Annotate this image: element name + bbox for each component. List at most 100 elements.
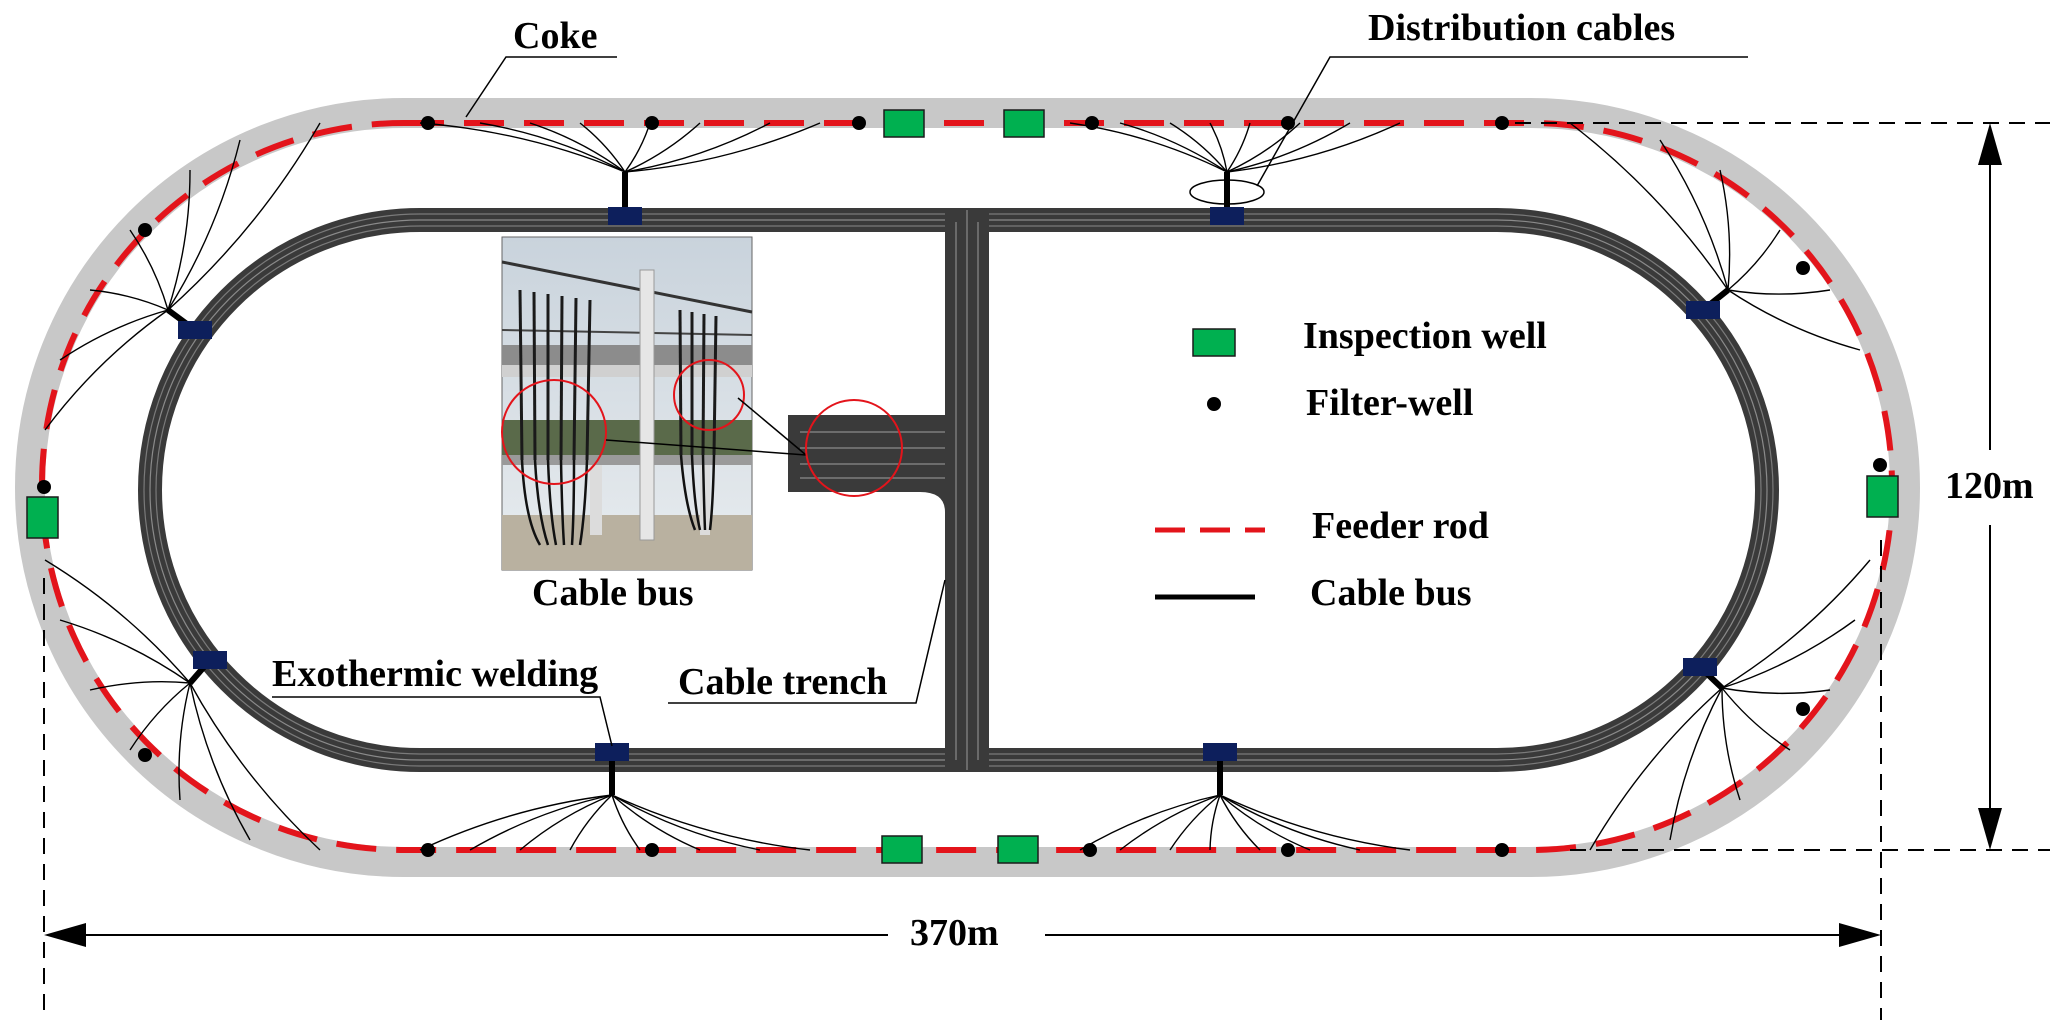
legend-feeder-rod-label: Feeder rod [1312, 505, 1489, 547]
filter-well [421, 116, 435, 130]
distribution-cable [479, 122, 626, 173]
filter-well [1796, 261, 1810, 275]
distribution-cable [1659, 139, 1729, 291]
cable-trench [788, 210, 989, 770]
distribution-cable [624, 122, 701, 173]
distribution-cable [1219, 794, 1261, 851]
coke-leader [465, 56, 617, 118]
inspection-well [997, 835, 1039, 864]
cable-bus-photo-label: Cable bus [532, 572, 694, 614]
distribution-cables-highlight [1189, 179, 1265, 205]
width-dimension [43, 540, 1882, 1020]
height-dimension [1515, 122, 2050, 851]
distribution-cables [44, 122, 1871, 851]
distribution-cable [1721, 687, 1831, 695]
legend-filter-well-swatch [1207, 397, 1221, 411]
welding-connector [178, 321, 212, 339]
distribution-cable [167, 122, 321, 311]
distribution-cable [611, 794, 641, 851]
width-dimension-label: 370m [910, 912, 999, 954]
welding-connector [595, 743, 629, 761]
filter-well [852, 116, 866, 130]
distribution-cable [1226, 122, 1301, 173]
distribution-cable [1219, 794, 1411, 851]
distribution-cable [1219, 794, 1311, 851]
filter-well [1083, 843, 1097, 857]
height-dimension-label: 120m [1945, 465, 2034, 507]
distribution-cable [59, 619, 191, 684]
distribution-cable [44, 559, 191, 684]
distribution-cable [1721, 619, 1856, 689]
distribution-cable [1727, 289, 1831, 295]
distribution-cable [529, 122, 626, 173]
distribution-cable [419, 794, 613, 851]
distribution-cable [519, 794, 613, 851]
distribution-cable [1079, 794, 1221, 851]
distribution-cable [59, 309, 169, 361]
welding-connector [193, 651, 227, 669]
distribution-cable [129, 682, 191, 751]
distribution-cable [1727, 289, 1861, 351]
distribution-cable [624, 122, 651, 173]
distribution-cable [1721, 559, 1871, 689]
inspection-well [883, 109, 925, 138]
distribution-cable [1727, 229, 1781, 291]
distribution-cable [1209, 794, 1221, 851]
distribution-cable [189, 682, 251, 841]
cable-trench-label: Cable trench [678, 661, 887, 703]
distribution-cable [1169, 794, 1221, 851]
trench-highlight-circle [805, 399, 903, 497]
legend-filter-well-label: Filter-well [1306, 382, 1473, 424]
legend-cable-bus-label: Cable bus [1310, 572, 1472, 614]
inspection-well [1866, 475, 1899, 518]
cable-bus-photo [501, 236, 753, 571]
exothermic-welding-points [166, 172, 1730, 795]
distribution-cable [167, 169, 191, 311]
filter-well [1281, 843, 1295, 857]
distribution-cable [1226, 122, 1351, 173]
legend: Inspection well Filter-well Feeder rod C… [1155, 315, 1547, 614]
distribution-cable [1209, 122, 1228, 173]
distribution-cable [189, 682, 321, 851]
distribution-cable [1569, 122, 1729, 291]
filter-well [138, 748, 152, 762]
inspection-well [881, 835, 923, 864]
welding-connector [1683, 658, 1717, 676]
photo-link-line-1 [605, 439, 807, 456]
filter-well [1495, 843, 1509, 857]
distribution-cable [611, 794, 761, 851]
welding-connector [1203, 743, 1237, 761]
welding-connector [608, 207, 642, 225]
filter-well [645, 843, 659, 857]
distribution-cable [569, 794, 613, 851]
photo-link-line-2 [737, 397, 807, 456]
inspection-well [1003, 109, 1045, 138]
distribution-cable [1119, 122, 1228, 173]
distribution-cable [1719, 169, 1731, 291]
distribution-cable [89, 289, 169, 311]
distribution-cable [167, 139, 241, 311]
distribution-cable [129, 229, 169, 311]
filter-wells [37, 116, 1887, 857]
distribution-cables-label: Distribution cables [1368, 7, 1675, 49]
distribution-cable [44, 309, 169, 431]
filter-well [1873, 458, 1887, 472]
filter-well [37, 480, 51, 494]
filter-well [1085, 116, 1099, 130]
exothermic-welding-leader [272, 696, 613, 747]
welding-connector [1686, 301, 1720, 319]
inspection-well [26, 496, 59, 539]
distribution-cable [178, 682, 191, 801]
distribution-cable [1226, 122, 1251, 173]
welding-connector [1210, 207, 1244, 225]
distribution-cable [1721, 687, 1791, 751]
coke-band [15, 98, 1920, 877]
distribution-cable [611, 794, 701, 851]
distribution-cable [1219, 794, 1361, 851]
distribution-cable [1721, 687, 1741, 801]
distribution-cable [1226, 122, 1401, 173]
filter-well [1495, 116, 1509, 130]
exothermic-welding-label: Exothermic welding [272, 653, 598, 695]
distribution-cable [469, 794, 613, 851]
